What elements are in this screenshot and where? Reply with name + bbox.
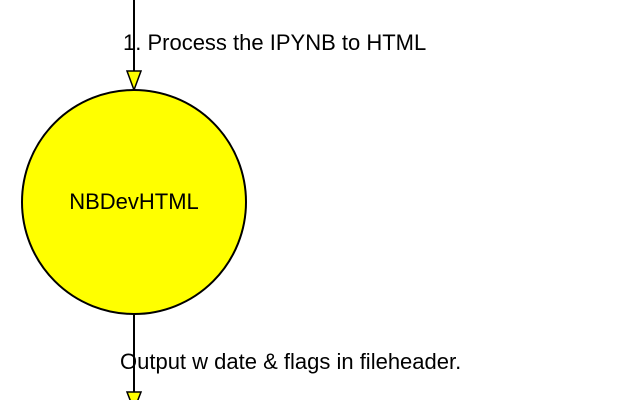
outgoing-edge-label: Output w date & flags in fileheader. — [120, 349, 461, 374]
incoming-arrowhead-icon — [125, 70, 143, 93]
node-label: NBDevHTML — [69, 189, 199, 214]
incoming-edge-label: 1. Process the IPYNB to HTML — [123, 30, 426, 55]
outgoing-arrowhead-icon — [125, 391, 143, 400]
